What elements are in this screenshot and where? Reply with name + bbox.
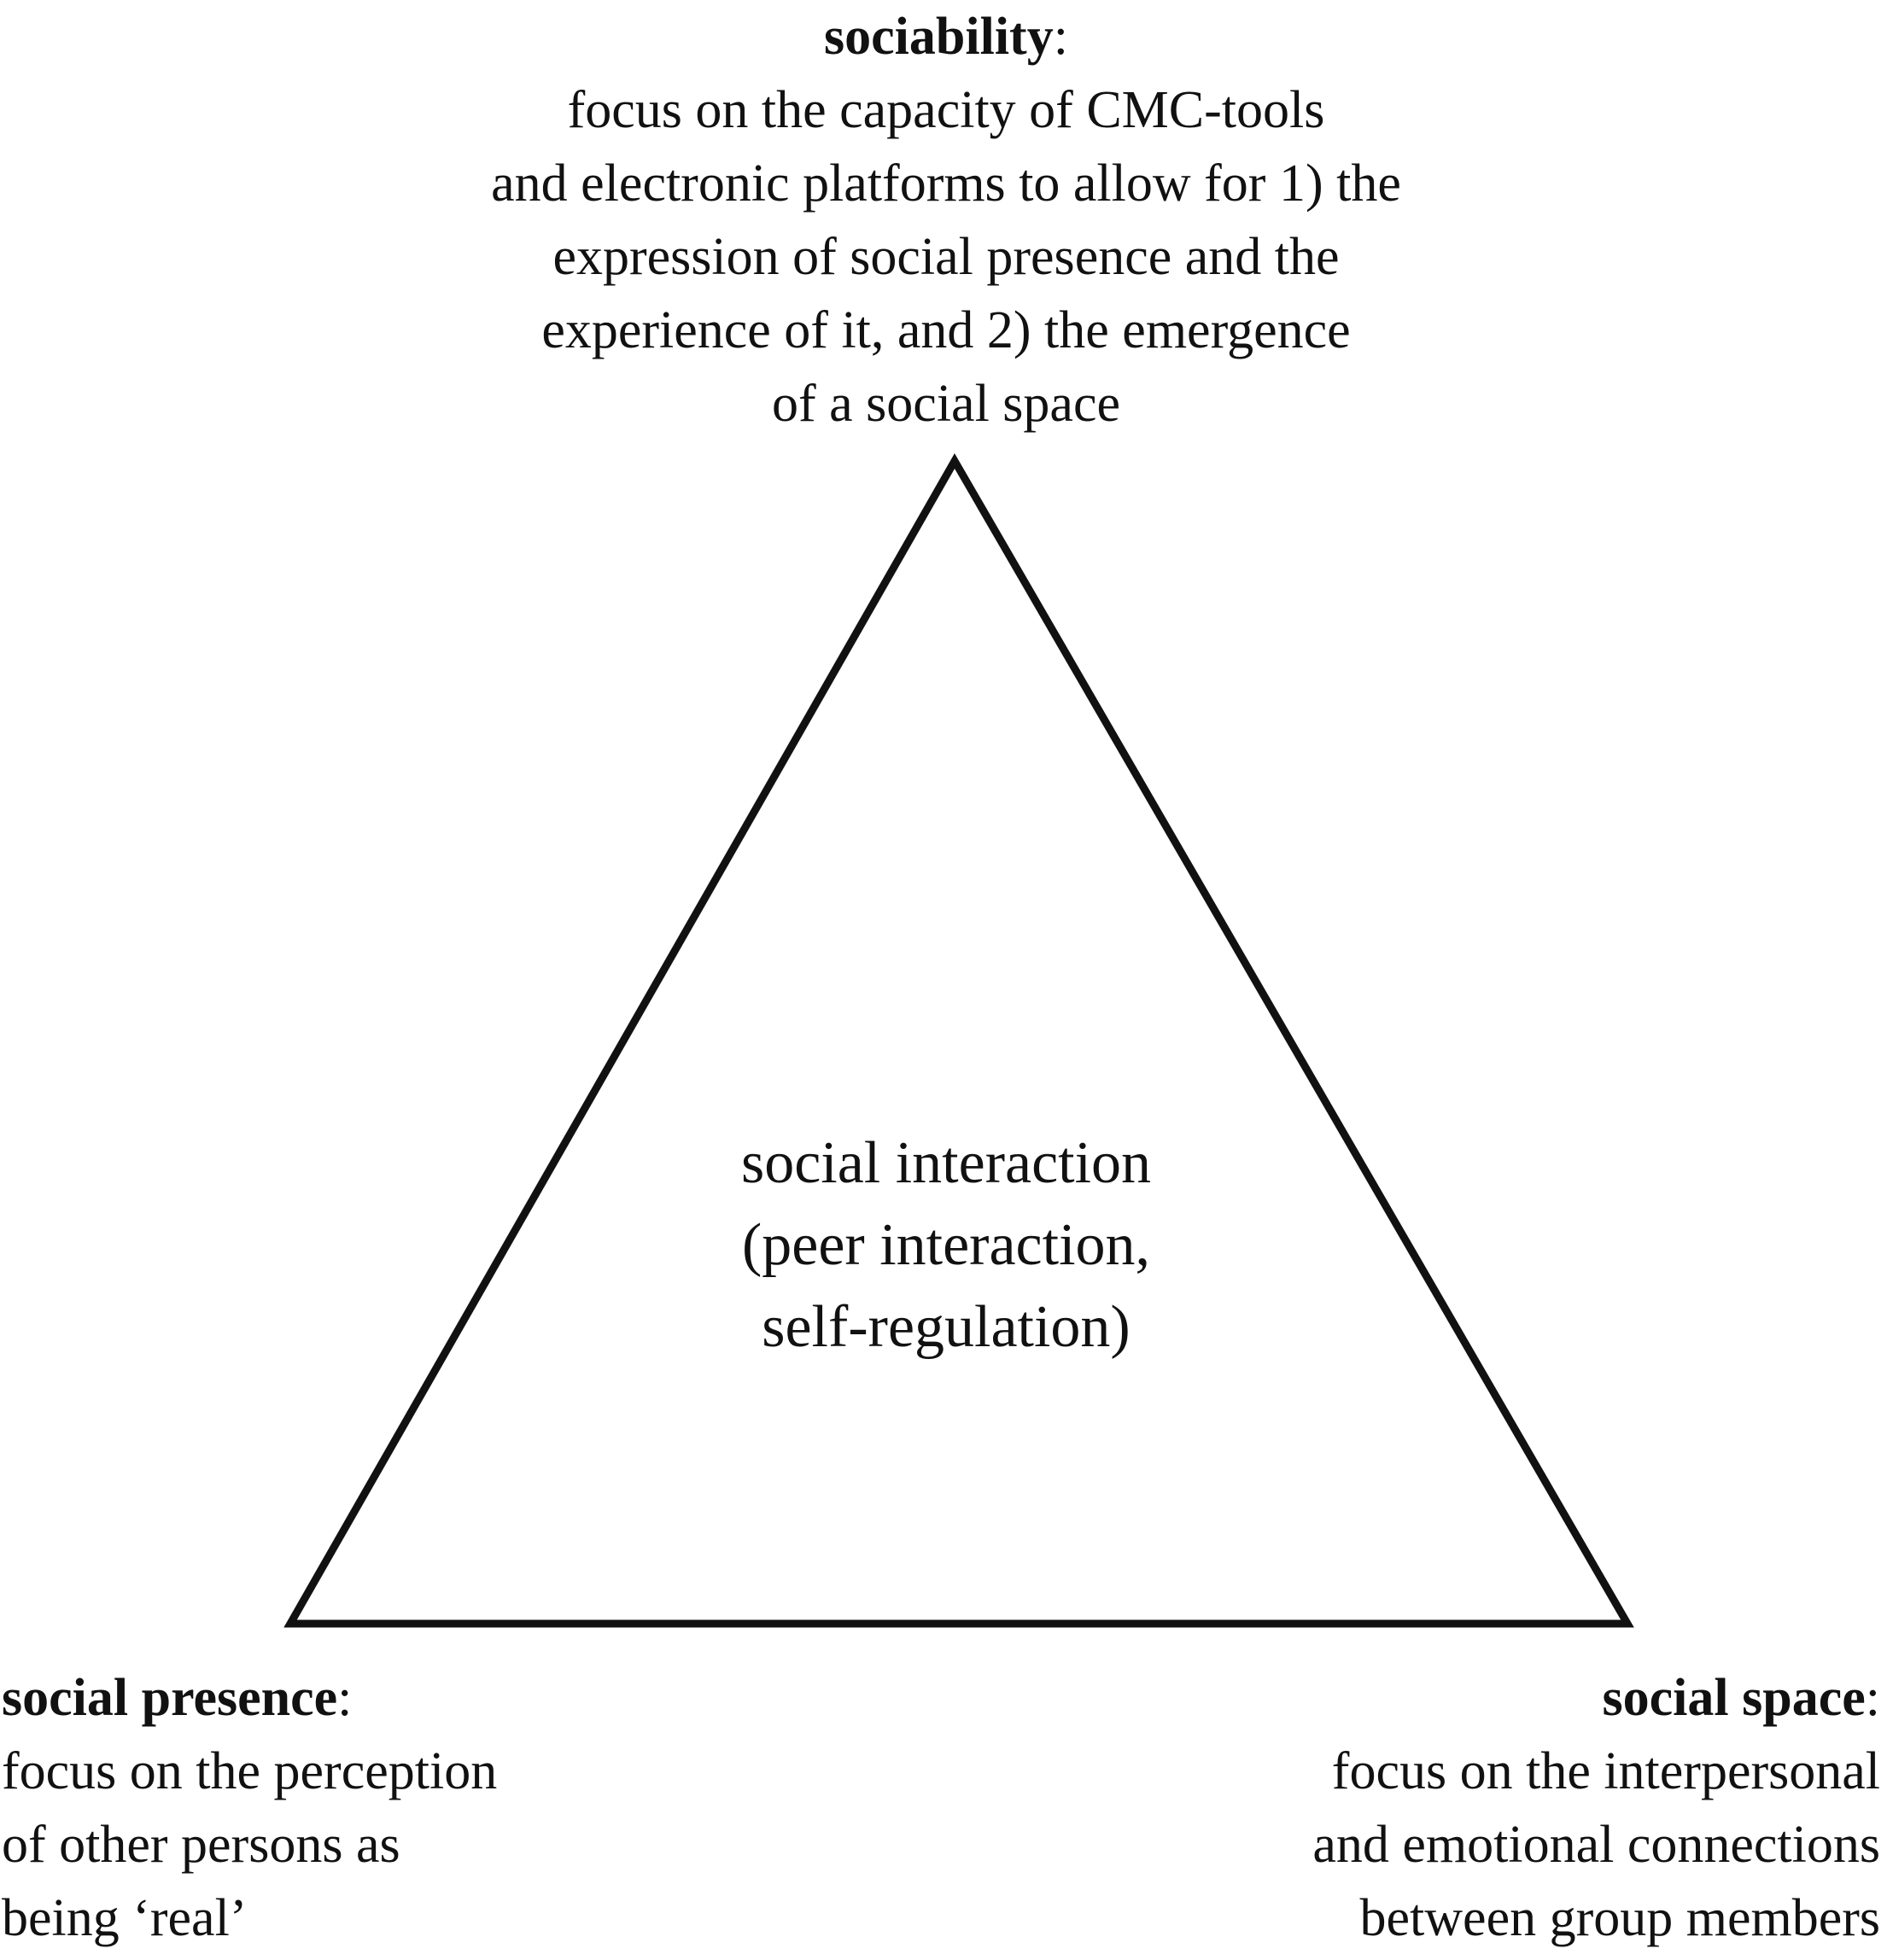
social-presence-heading: social presence: xyxy=(2,1661,651,1735)
social-space-line-3: between group members xyxy=(1359,1889,1880,1947)
social-presence-label: social presence: focus on the perception… xyxy=(2,1661,651,1955)
center-line-1: social interaction xyxy=(740,1130,1152,1196)
sociability-label: sociability: focus on the capacity of CM… xyxy=(348,0,1544,440)
social-space-term: social space xyxy=(1602,1669,1866,1727)
social-space-line-2: and emotional connections xyxy=(1312,1816,1880,1874)
sociability-line-1: focus on the capacity of CMC-tools xyxy=(567,81,1325,139)
sociability-line-4: experience of it, and 2) the emergence xyxy=(541,301,1351,359)
sociability-colon: : xyxy=(1053,8,1068,66)
sociability-heading: sociability: xyxy=(348,0,1544,73)
center-line-2: (peer interaction, xyxy=(741,1212,1151,1278)
social-presence-line-3: being ‘real’ xyxy=(2,1889,248,1947)
sociability-term: sociability xyxy=(824,8,1054,66)
sociability-line-3: expression of social presence and the xyxy=(552,228,1340,286)
triangle-outline xyxy=(283,452,1634,1628)
social-presence-line-1: focus on the perception xyxy=(2,1742,498,1800)
social-space-colon: : xyxy=(1865,1669,1880,1727)
social-presence-line-2: of other persons as xyxy=(2,1816,400,1874)
social-interaction-label: social interaction (peer interaction, se… xyxy=(605,1123,1288,1368)
social-space-label: social space: focus on the interpersonal… xyxy=(1178,1661,1880,1955)
social-space-heading: social space: xyxy=(1178,1661,1880,1735)
social-presence-colon: : xyxy=(337,1669,353,1727)
social-presence-term: social presence xyxy=(2,1669,338,1727)
sociability-line-2: and electronic platforms to allow for 1)… xyxy=(491,155,1401,213)
social-space-line-1: focus on the interpersonal xyxy=(1331,1742,1880,1800)
center-line-3: self-regulation) xyxy=(762,1294,1131,1360)
sociability-line-5: of a social space xyxy=(772,375,1120,433)
